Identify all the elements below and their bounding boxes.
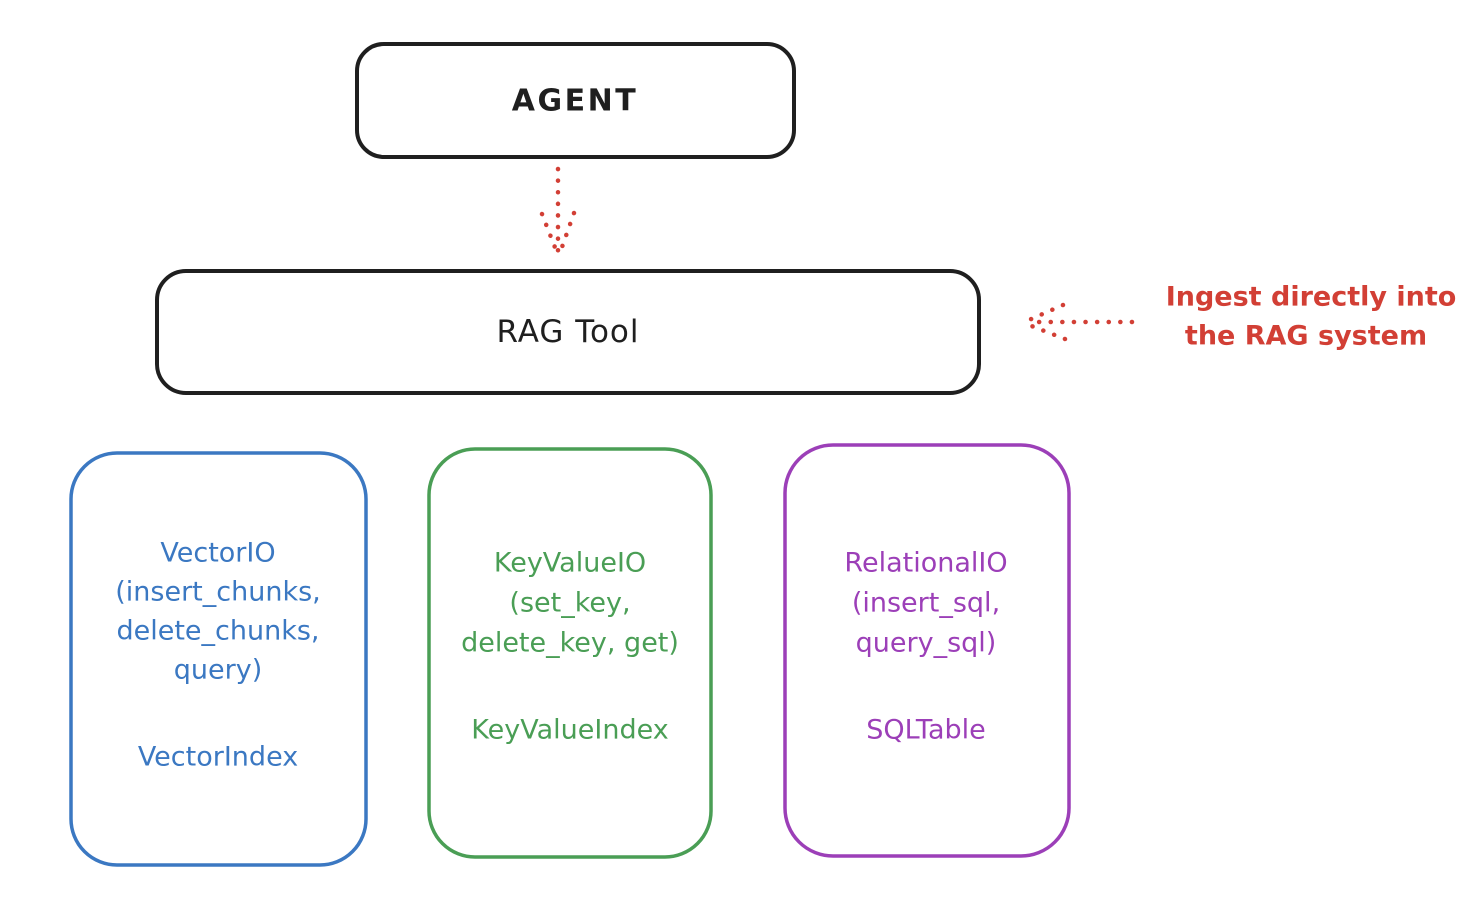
agent-box: [355, 42, 796, 159]
relational-io-line-1: RelationalIO: [844, 548, 1007, 579]
vector-index-label: VectorIndex: [138, 742, 298, 773]
arrowhead-top: [1026, 302, 1066, 323]
rag-tool-box: [155, 269, 981, 395]
relational-io-line-3: query_sql): [856, 628, 997, 659]
agent-node: AGENT: [355, 42, 796, 159]
relational-io-line-2: (insert_sql,: [852, 588, 1000, 619]
vector-io-line-2: (insert_chunks,: [115, 577, 320, 608]
key-value-index-label: KeyValueIndex: [471, 715, 668, 746]
ingest-annotation-line-2: the RAG system: [1185, 321, 1427, 352]
key-value-io-line-1: KeyValueIO: [494, 548, 646, 579]
agent-label: AGENT: [512, 84, 638, 119]
vector-io-node: VectorIO (insert_chunks, delete_chunks, …: [69, 451, 368, 867]
ingest-annotation: Ingest directly into the RAG system: [1166, 282, 1457, 352]
relational-io-node: RelationalIO (insert_sql, query_sql) SQL…: [783, 443, 1071, 858]
vector-io-box: [69, 451, 368, 867]
rag-tool-label: RAG Tool: [496, 314, 639, 350]
key-value-io-box: [427, 447, 713, 859]
arrow-ingest-to-rag-tool: [1026, 302, 1135, 342]
relational-io-text: RelationalIO (insert_sql, query_sql) SQL…: [844, 548, 1007, 746]
arrowhead-bottom: [1026, 322, 1068, 342]
ingest-annotation-line-1: Ingest directly into: [1166, 282, 1457, 313]
key-value-io-node: KeyValueIO (set_key, delete_key, get) Ke…: [427, 447, 713, 859]
arrowhead-left: [539, 211, 559, 253]
vector-io-line-1: VectorIO: [160, 538, 275, 569]
sql-table-label: SQLTable: [866, 715, 986, 746]
rag-tool-node: RAG Tool: [155, 269, 981, 395]
key-value-io-line-2: (set_key,: [509, 588, 630, 619]
relational-io-box: [783, 443, 1071, 858]
vector-io-line-3: delete_chunks,: [116, 616, 319, 647]
arrowhead-right: [558, 210, 577, 253]
vector-io-text: VectorIO (insert_chunks, delete_chunks, …: [115, 538, 320, 773]
key-value-io-line-3: delete_key, get): [461, 628, 679, 659]
vector-io-line-4: query): [174, 655, 262, 686]
key-value-io-text: KeyValueIO (set_key, delete_key, get) Ke…: [461, 548, 679, 746]
arrow-agent-to-rag-tool: [539, 166, 577, 255]
